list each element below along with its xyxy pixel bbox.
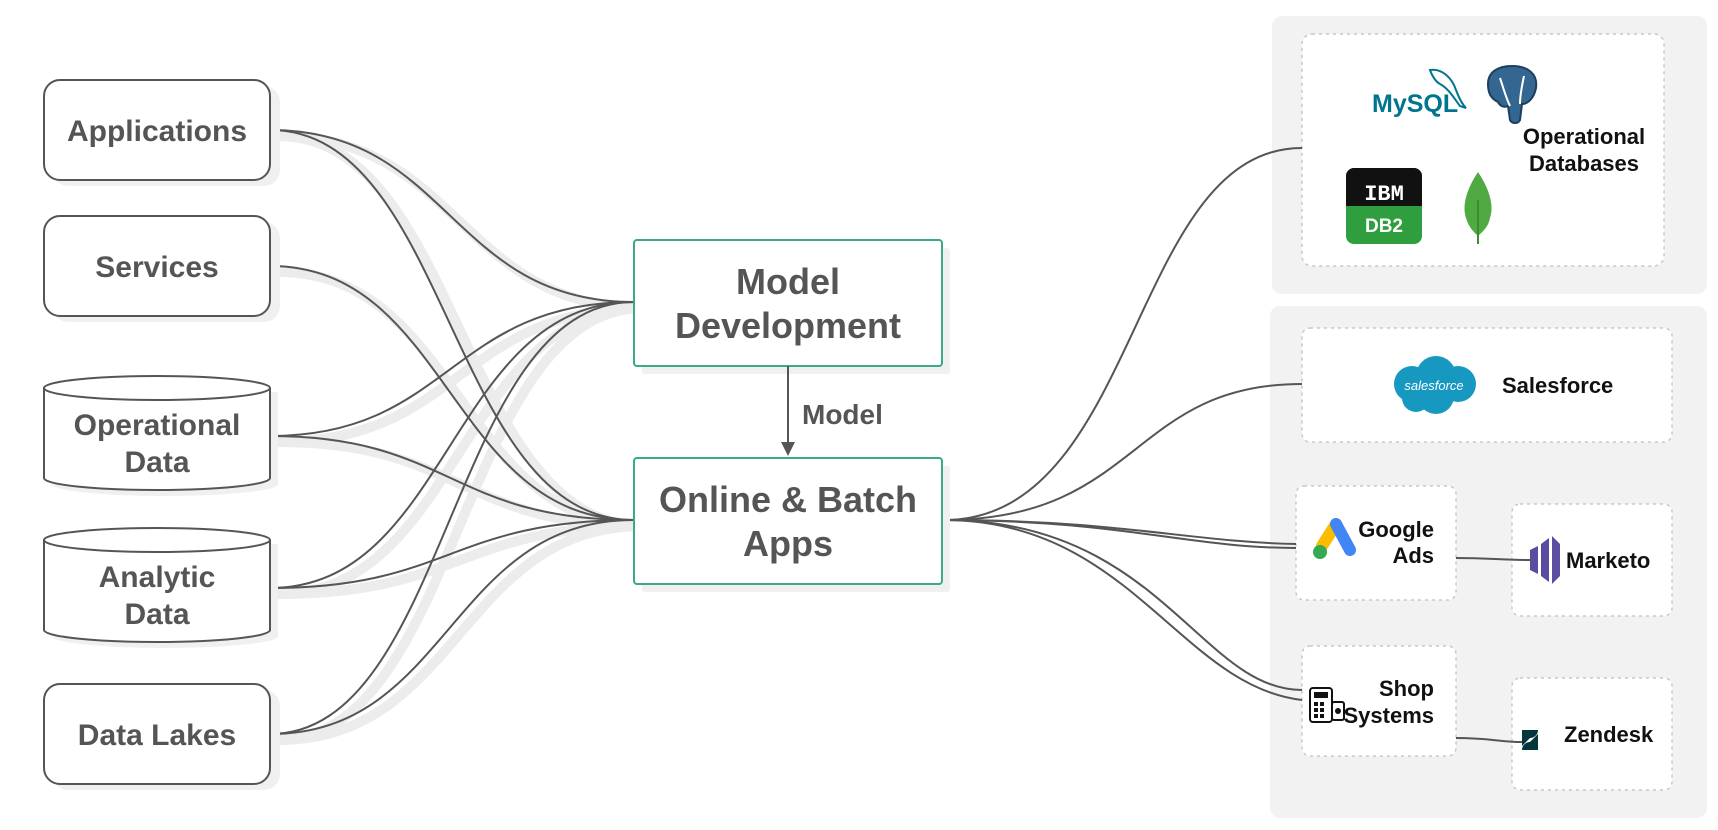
- operational-data-label-line2: Data: [124, 446, 189, 479]
- arrowhead-icon: [781, 442, 795, 456]
- source-edges: [269, 129, 635, 735]
- postgresql-icon: [1486, 64, 1538, 124]
- google-ads-card: [1295, 485, 1457, 601]
- destination-edges: [943, 147, 1531, 743]
- salesforce-label: Salesforce: [1502, 373, 1613, 398]
- data-lakes-label: Data Lakes: [78, 719, 236, 752]
- online-batch-apps-label-line1: Online & Batch: [659, 479, 917, 520]
- pos-terminal-icon: [1309, 687, 1345, 723]
- operational-data-label-line1: Operational: [74, 409, 241, 442]
- source-applications: Applications: [43, 79, 280, 186]
- shop-systems-label-line1: Shop: [1379, 676, 1434, 701]
- source-operational-data: Operational Data: [43, 375, 278, 496]
- operational-databases-label-line2: Databases: [1529, 151, 1639, 176]
- analytic-data-label-line2: Data: [124, 598, 189, 631]
- salesforce-card: [1301, 327, 1673, 443]
- model-development-label-line2: Development: [675, 305, 901, 346]
- marketo-icon: [1530, 536, 1560, 584]
- model-arrow: Model: [781, 366, 883, 456]
- google-ads-icon: [1313, 518, 1356, 559]
- salesforce-cloud-icon: salesforce: [1394, 356, 1476, 414]
- analytic-data-label-line1: Analytic: [99, 561, 216, 594]
- model-development-label-line1: Model: [736, 261, 840, 302]
- online-batch-apps-node: Online & Batch Apps: [633, 457, 950, 592]
- google-ads-label-line1: Google: [1358, 517, 1434, 542]
- source-analytic-data: Analytic Data: [43, 527, 278, 648]
- model-development-node: Model Development: [633, 239, 950, 374]
- ibm-logo-text: IBM: [1364, 182, 1404, 207]
- source-services: Services: [43, 215, 280, 322]
- zendesk-label: Zendesk: [1564, 722, 1654, 747]
- zendesk-card: [1511, 677, 1673, 791]
- mysql-logo-text: MySQL: [1372, 90, 1458, 118]
- shop-systems-label-line2: Systems: [1343, 703, 1434, 728]
- online-batch-apps-label-line2: Apps: [743, 523, 833, 564]
- ibm-db2-icon: IBM DB2: [1346, 168, 1422, 244]
- model-edge-label: Model: [802, 399, 883, 430]
- source-data-lakes: Data Lakes: [43, 683, 280, 790]
- mysql-icon: MySQL: [1372, 68, 1467, 118]
- applications-label: Applications: [67, 115, 247, 148]
- shop-systems-card: [1301, 645, 1457, 757]
- salesforce-logo-text: salesforce: [1404, 378, 1463, 393]
- operational-databases-label-line1: Operational: [1523, 124, 1645, 149]
- marketo-label: Marketo: [1566, 548, 1650, 573]
- mongodb-icon: [1464, 172, 1492, 244]
- google-ads-label-line2: Ads: [1392, 543, 1434, 568]
- zendesk-icon: [1522, 730, 1538, 750]
- services-label: Services: [95, 251, 218, 284]
- db2-logo-text: DB2: [1365, 216, 1403, 237]
